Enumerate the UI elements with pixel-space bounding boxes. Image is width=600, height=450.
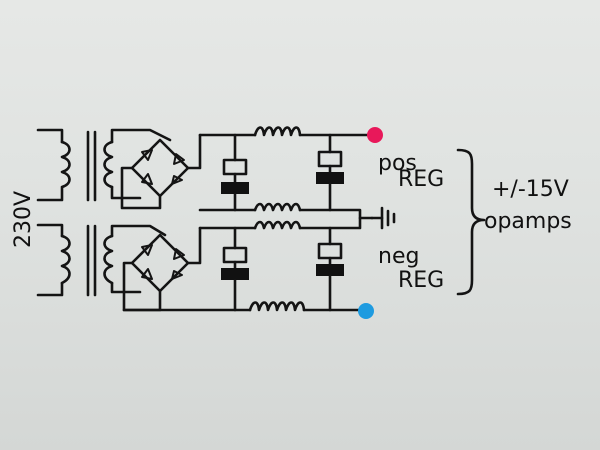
capacitor-top-2 [316, 133, 344, 212]
positive-output-terminal [367, 127, 383, 143]
pos-reg-label-line2: REG [398, 167, 444, 192]
inductor-bottom [248, 301, 306, 312]
negative-output-terminal [358, 303, 374, 319]
bridge-rectifier-top [120, 133, 202, 210]
neg-reg-label-line1: neg [378, 244, 419, 269]
output-label-line2: opamps [484, 209, 572, 234]
capacitor-top-1 [221, 133, 249, 212]
inductor-top [253, 126, 302, 137]
transformer-bottom [36, 223, 167, 297]
input-voltage-label: 230V [11, 191, 36, 248]
neg-reg-label-line2: REG [398, 268, 444, 293]
inductor-mid-bottom [253, 220, 302, 230]
inductor-mid-top [253, 202, 302, 212]
bridge-rectifier-bottom [122, 226, 202, 312]
transformer-top [36, 128, 172, 202]
output-label-line1: +/-15V [492, 177, 569, 202]
pos-reg-label-line1: pos [378, 151, 417, 176]
capacitor-bottom-1 [221, 226, 249, 312]
ground-rail [198, 208, 374, 220]
ground-symbol [370, 206, 396, 230]
grouping-brace [456, 148, 486, 296]
capacitor-bottom-2 [316, 226, 344, 312]
